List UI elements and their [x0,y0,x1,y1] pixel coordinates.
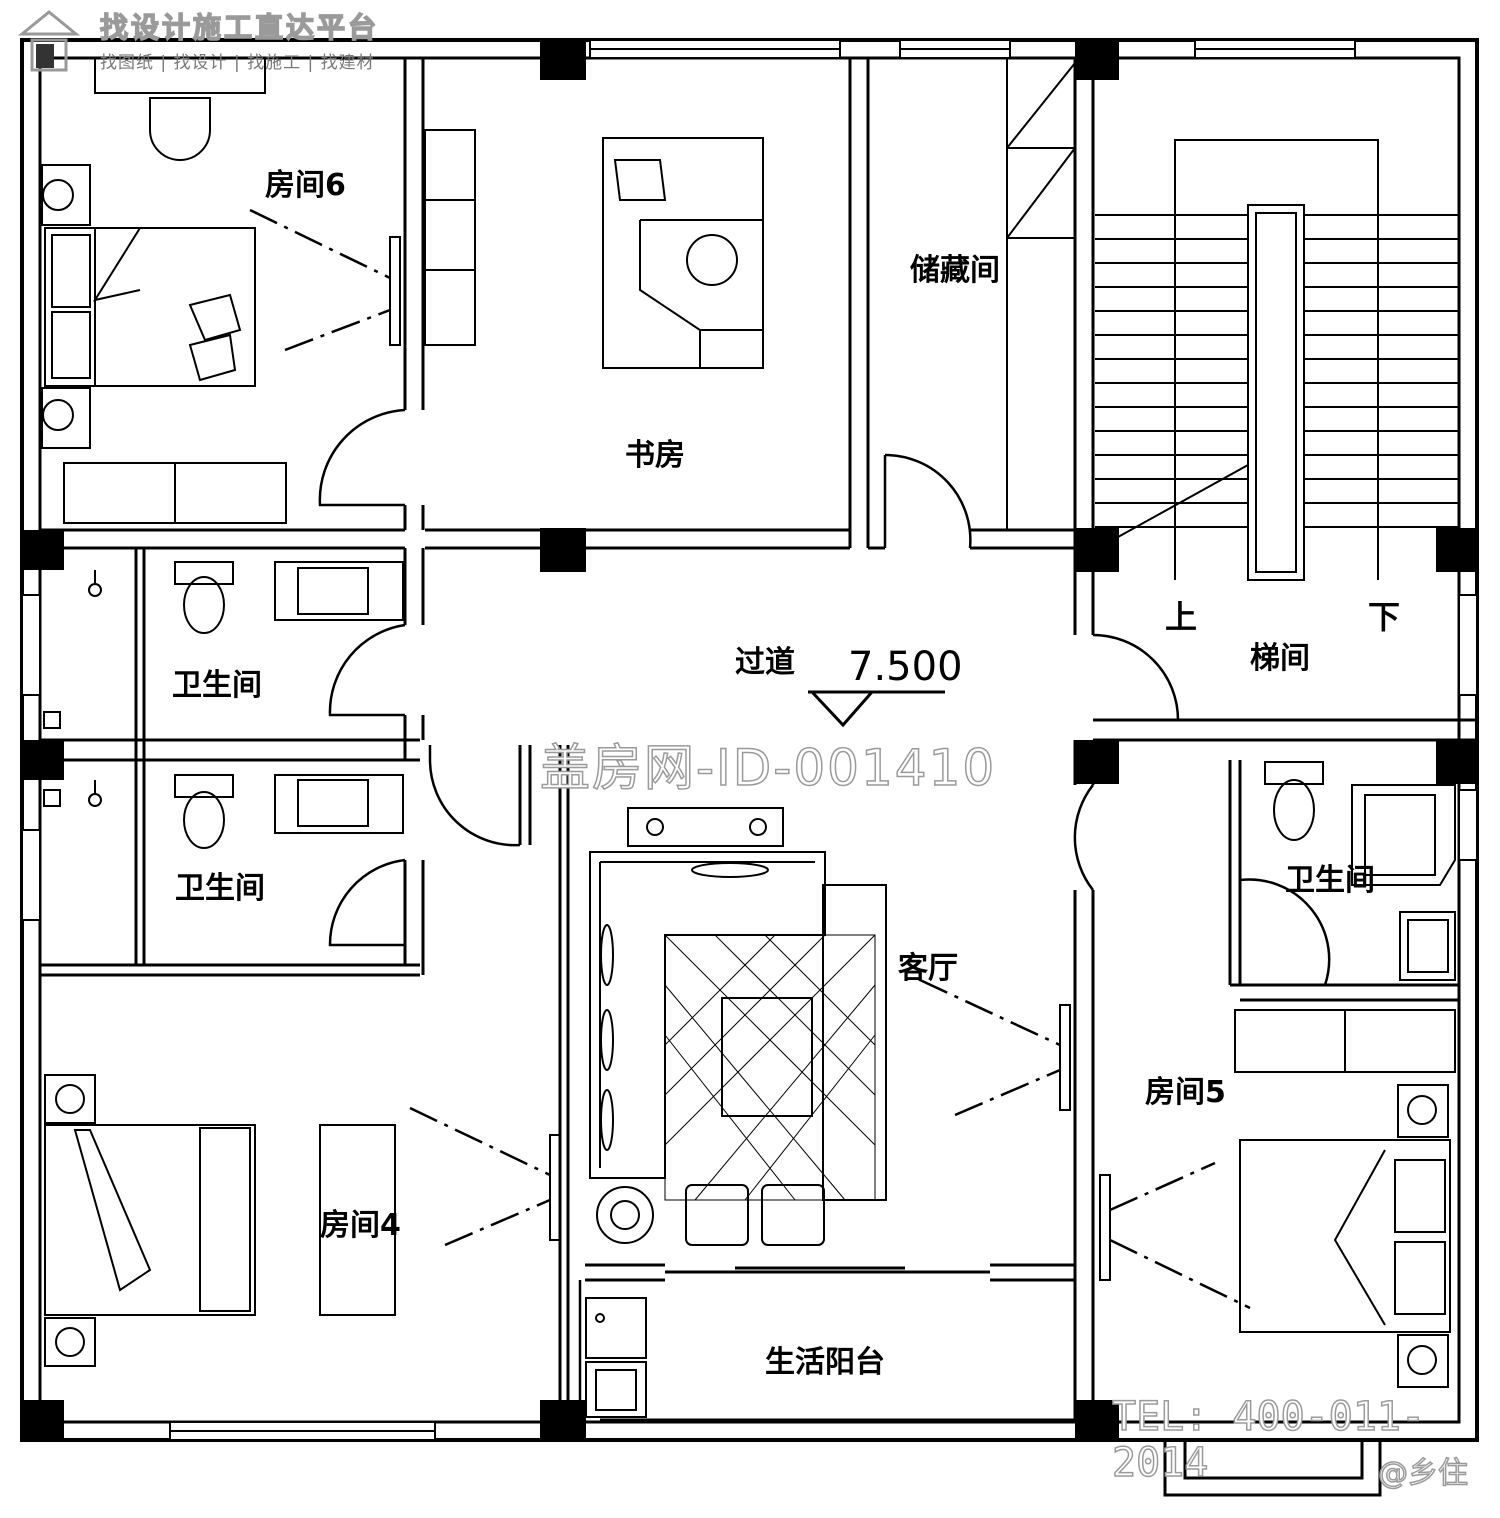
label-down: 下 [1368,598,1400,636]
doors [318,408,1331,1420]
room5-window-lines [1109,1161,1251,1310]
storage-shelves [1006,58,1076,530]
elevation-value: 7.500 [848,644,963,690]
rug-pattern [664,934,876,1201]
label-balcony: 生活阳台 [765,1345,885,1380]
label-room6: 房间6 [265,168,346,203]
living-window-lines [919,978,1061,1117]
label-stair: 梯间 [1250,641,1310,676]
bath-fixtures [43,561,1456,981]
label-bath3: 卫生间 [1285,863,1375,898]
label-living: 客厅 [898,951,958,986]
label-up: 上 [1165,598,1197,636]
watermark-tel: TEL: 400-011-2014 [1111,1393,1426,1487]
balcony-appliances [585,1297,647,1418]
elevation-marker [808,690,945,728]
sliding-door [665,1266,990,1274]
watermark-logo [17,10,81,72]
label-study: 书房 [625,438,685,473]
label-bath1: 卫生间 [172,668,262,703]
windows [21,39,1478,1441]
room4-furniture [44,1074,561,1367]
label-room4: 房间4 [320,1208,401,1243]
room5-furniture [1099,1009,1456,1388]
room6-window-lines [249,208,391,352]
stair-treads [1095,214,1459,528]
watermark-title: 找设计施工直达平台 [99,10,380,45]
study-furniture [424,129,764,369]
living-furniture [589,807,1071,1246]
label-storage: 储藏间 [910,253,1000,288]
columns [20,38,1478,1442]
label-corridor: 过道 [735,645,795,680]
watermark-id: 盖房网-ID-001410 [539,738,997,798]
label-room5: 房间5 [1145,1075,1226,1110]
room6-furniture [41,57,401,524]
watermark-subtitle: 找图纸 | 找设计 | 找施工 | 找建材 [100,53,375,73]
room4-window-lines [409,1106,551,1247]
label-bath2: 卫生间 [175,871,265,906]
watermark-credit: @乡住 [1377,1455,1469,1492]
